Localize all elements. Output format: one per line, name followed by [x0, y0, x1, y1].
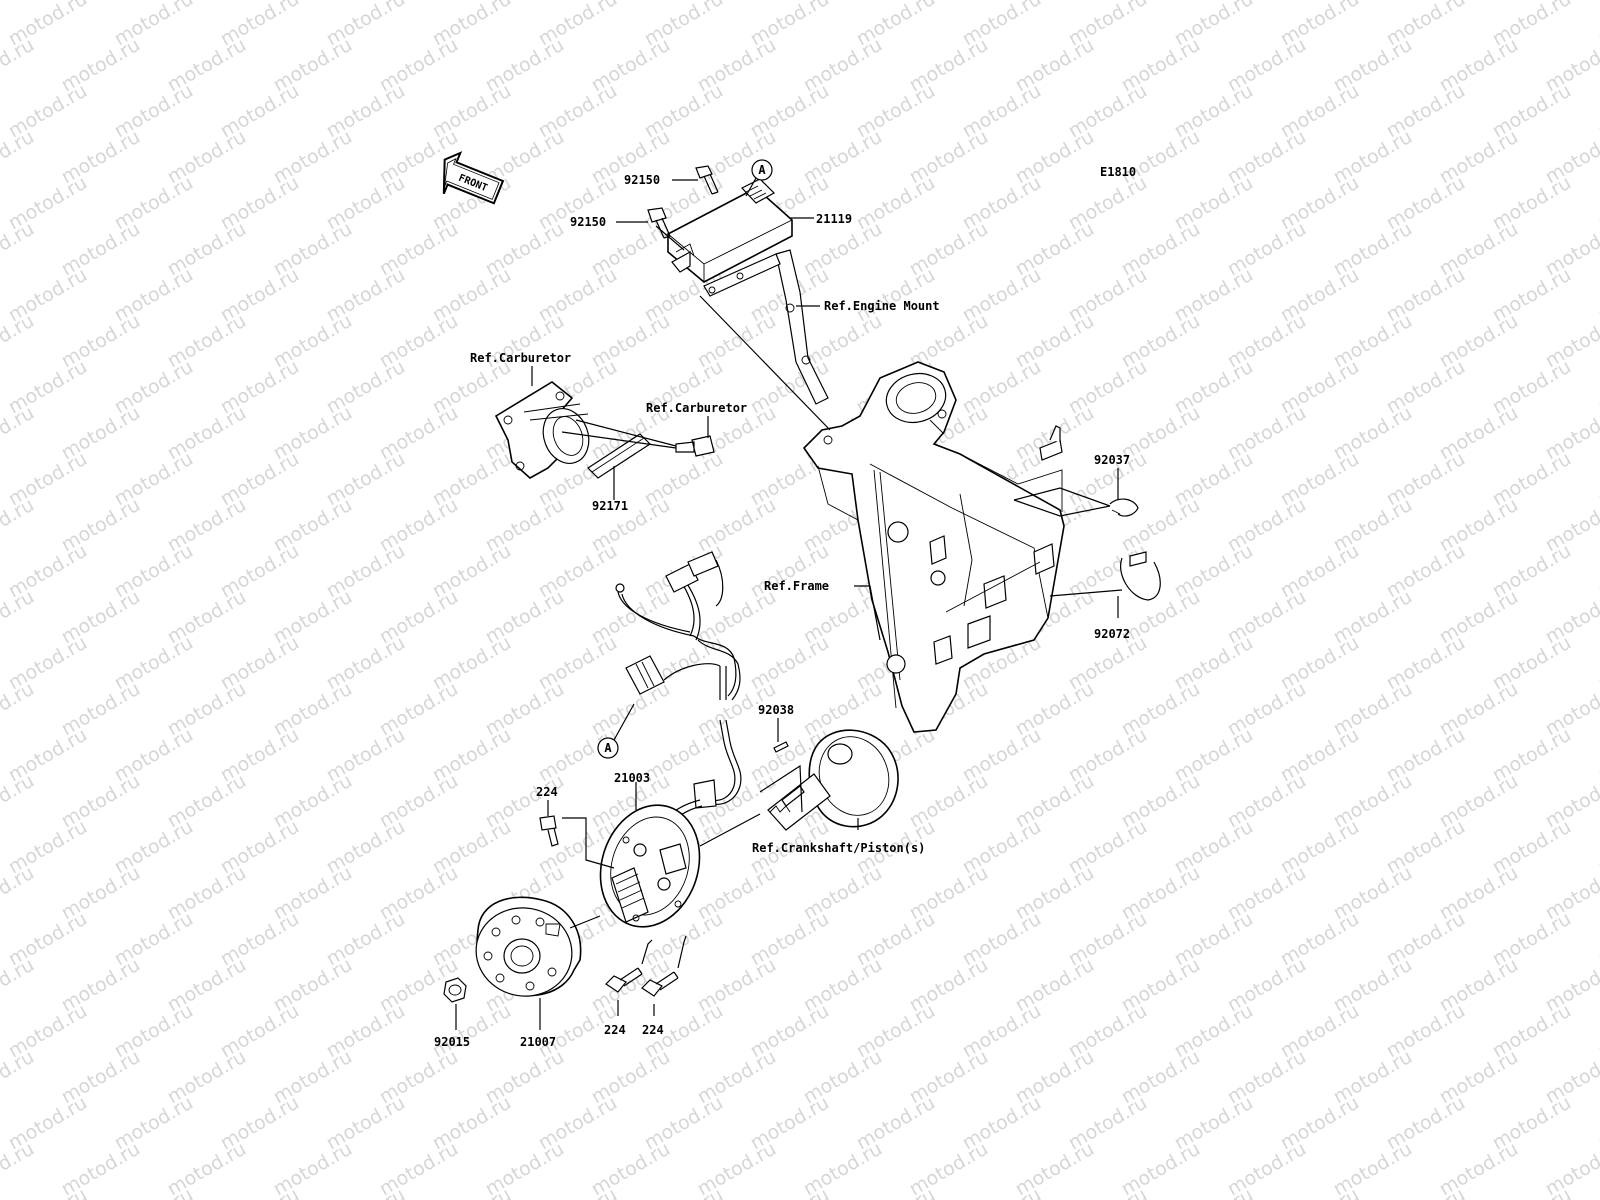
- stator-part: [599, 804, 701, 928]
- rotor-part: [475, 896, 582, 997]
- carburetor-holder-part: [494, 381, 590, 479]
- clamp-92072-part: [1120, 551, 1161, 601]
- crankshaft-part: [767, 729, 899, 831]
- label-21003: 21003: [614, 771, 650, 785]
- wiring-harness-part: [615, 551, 742, 829]
- diagram-code: E1810: [1100, 165, 1136, 179]
- label-92038: 92038: [758, 703, 794, 717]
- key-92038-part: [773, 741, 789, 753]
- ref-a-bottom-label: A: [604, 741, 612, 755]
- bolt-224-bl: [605, 967, 643, 993]
- bolt-carburetor: [675, 435, 715, 457]
- label-ref-carburetor-1: Ref.Carburetor: [470, 351, 571, 365]
- label-92072: 92072: [1094, 627, 1130, 641]
- label-92015: 92015: [434, 1035, 470, 1049]
- bolt-224-top: [539, 815, 559, 847]
- ref-a-top-label: A: [758, 163, 766, 177]
- label-224-br: 224: [642, 1023, 664, 1037]
- label-92150-top: 92150: [624, 173, 660, 187]
- bolt-224-br: [641, 971, 679, 997]
- front-arrow-icon: FRONT: [442, 151, 505, 205]
- label-ref-engine-mount: Ref.Engine Mount: [824, 299, 940, 313]
- label-92037: 92037: [1094, 453, 1130, 467]
- label-224-bl: 224: [604, 1023, 626, 1037]
- label-ref-frame: Ref.Frame: [764, 579, 829, 593]
- label-21119: 21119: [816, 212, 852, 226]
- label-224-top: 224: [536, 785, 558, 799]
- label-92171: 92171: [592, 499, 628, 513]
- label-92150-mid: 92150: [570, 215, 606, 229]
- bolt-92150-top: [695, 165, 719, 195]
- label-ref-carburetor-2: Ref.Carburetor: [646, 401, 747, 415]
- frame-part: [802, 361, 1065, 733]
- engine-mount-bracket-part: [703, 249, 829, 405]
- label-ref-crankshaft: Ref.Crankshaft/Piston(s): [752, 841, 925, 855]
- leader-lines: [455, 159, 1123, 1030]
- nut-92015-part: [443, 977, 467, 1003]
- callout-labels: A 92150 92150 21119 Ref.Engine Mount Ref…: [434, 163, 1130, 1049]
- label-21007: 21007: [520, 1035, 556, 1049]
